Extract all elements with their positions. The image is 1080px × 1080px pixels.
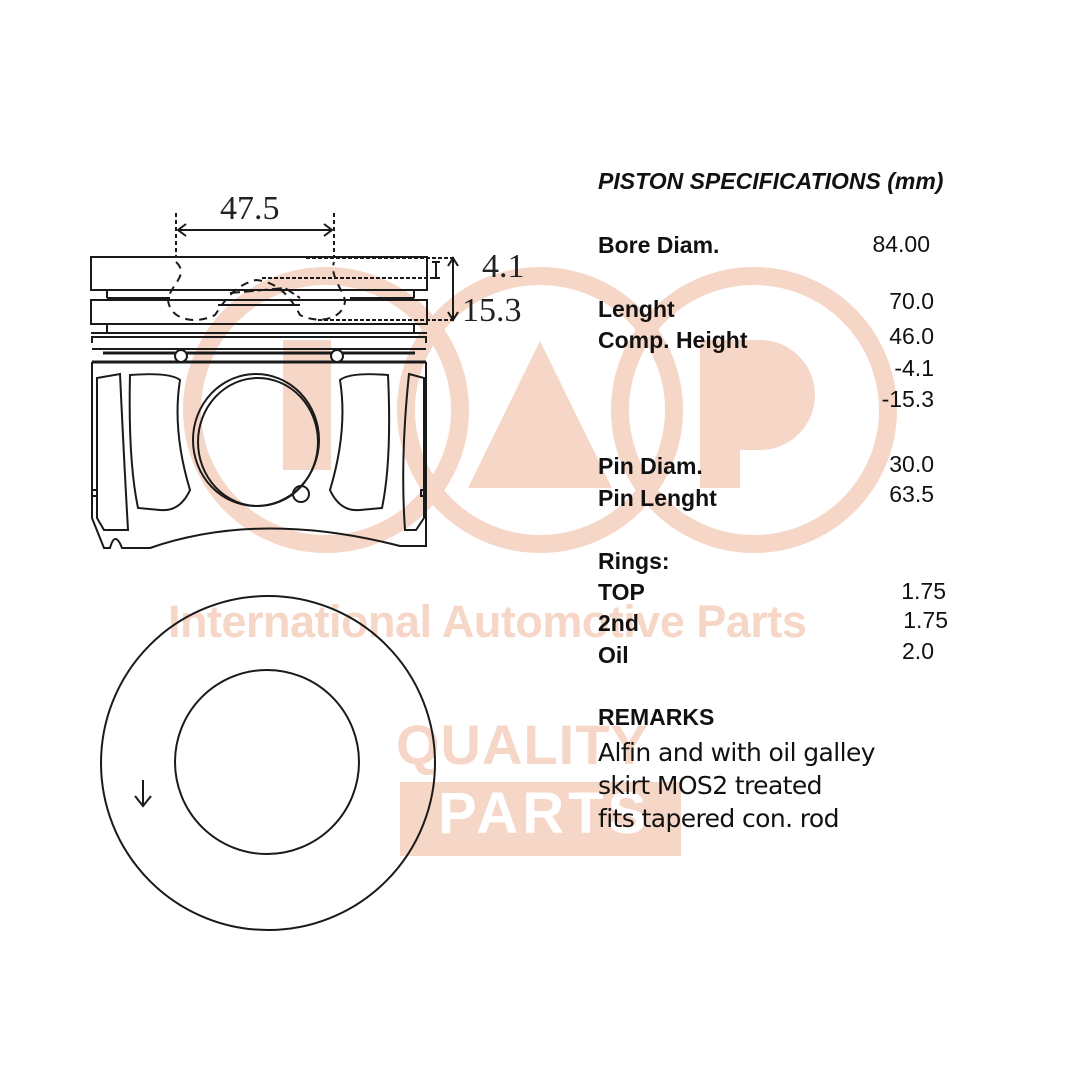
remarks-line-2: skirt MOS2 treated	[598, 771, 823, 800]
spec-value-comp-height: 46.0	[889, 323, 934, 349]
spec-value-pin-length: 63.5	[889, 481, 934, 507]
spec-label-bore: Bore Diam.	[598, 232, 720, 258]
arrow-down-icon	[134, 780, 152, 808]
spec-label-pin-diam: Pin Diam.	[598, 453, 703, 479]
remarks-line-3: fits tapered con. rod	[598, 804, 840, 833]
dim-top-width: 47.5	[220, 190, 280, 227]
spec-label-comp-height: Comp. Height	[598, 327, 748, 353]
spec-value-length: 70.0	[889, 288, 934, 314]
ring-value-top: 1.75	[901, 578, 946, 604]
spec-value-offset-1: -4.1	[894, 355, 934, 381]
ring-value-oil: 2.0	[902, 638, 934, 664]
remarks-title: REMARKS	[598, 704, 715, 730]
spec-value-offset-2: -15.3	[881, 386, 934, 412]
ring-value-2nd: 1.75	[903, 607, 948, 633]
watermark-parts-box	[400, 782, 681, 856]
remarks-line-1: Alfin and with oil galley	[598, 738, 876, 767]
watermark-quality: QUALITY	[396, 713, 649, 776]
spec-title: PISTON SPECIFICATIONS (mm)	[598, 168, 944, 194]
dim-ring-top: 4.1	[482, 248, 525, 285]
ring-label-oil: Oil	[598, 642, 629, 668]
spec-value-pin-diam: 30.0	[889, 451, 934, 477]
spec-label-pin-length: Pin Lenght	[598, 485, 717, 511]
spec-value-bore: 84.00	[872, 231, 930, 257]
dim-ring-depth: 15.3	[462, 292, 522, 329]
watermark-parts: PARTS	[438, 781, 651, 846]
ring-label-2nd: 2nd	[598, 610, 639, 636]
rings-title: Rings:	[598, 548, 670, 574]
spec-label-length: Lenght	[598, 296, 675, 322]
ring-label-top: TOP	[598, 579, 645, 605]
watermark-tagline: International Automotive Parts	[168, 596, 807, 647]
